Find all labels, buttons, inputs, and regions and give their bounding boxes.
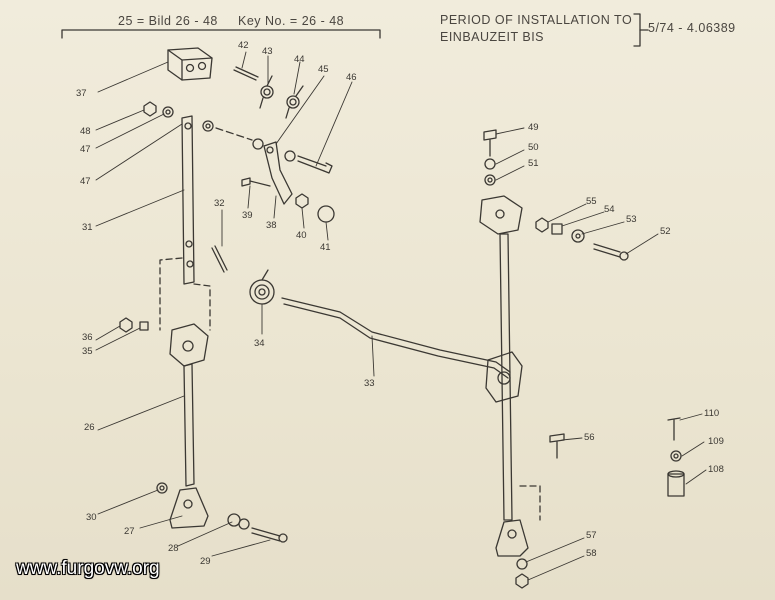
nut-55 (535, 217, 549, 233)
part-label: 48 (80, 126, 91, 137)
part-label: 47 (80, 144, 91, 155)
washer-47-right (202, 120, 214, 132)
bolt-29 (251, 527, 288, 543)
spring-43 (259, 75, 274, 109)
rod-26 (183, 363, 195, 487)
part-label: 55 (586, 196, 597, 207)
part-label: 108 (708, 464, 724, 475)
part-label: 45 (318, 64, 329, 75)
watermark: www.furgovw.org (16, 558, 160, 579)
spring-44 (285, 85, 304, 119)
washer-35 (139, 321, 149, 331)
dash-line-top (215, 127, 253, 141)
bracket-26-top (169, 323, 209, 367)
part-label: 46 (346, 72, 357, 83)
part-label: 39 (242, 210, 253, 221)
part-label: 58 (586, 548, 597, 559)
bushing-54 (551, 223, 563, 235)
part-label: 34 (254, 338, 265, 349)
part-label: 40 (296, 230, 307, 241)
period-line-2: EINBAUZEIT BIS (440, 30, 545, 44)
bushing-28 (227, 513, 250, 530)
bolt-56 (549, 433, 565, 459)
bolt-46 (284, 150, 333, 174)
lever-38 (263, 141, 293, 205)
part-label: 35 (82, 346, 93, 357)
part-label: 109 (708, 436, 724, 447)
leader-lines (95, 51, 707, 581)
part-label: 42 (238, 40, 249, 51)
pin-42 (233, 66, 259, 81)
bolt-52 (593, 243, 629, 261)
rod-31 (181, 115, 195, 285)
part-label: 110 (704, 408, 719, 419)
rod-right (499, 233, 513, 521)
key-range-label: Key No. = 26 - 48 (238, 14, 345, 28)
part-label: 37 (76, 88, 87, 99)
screw-39 (241, 177, 271, 187)
period-line-1: PERIOD OF INSTALLATION TO (440, 13, 633, 27)
bushing-45 (252, 138, 264, 150)
washer-40 (295, 193, 309, 209)
period-value: 5/74 - 4.06389 (648, 21, 736, 35)
part-label: 50 (528, 142, 539, 153)
part-label: 33 (364, 378, 375, 389)
bracket-27 (169, 487, 209, 529)
bracket-lower-right (495, 519, 529, 557)
bolt-49 (483, 129, 497, 157)
washer-30 (156, 482, 168, 494)
mounting-bracket-37 (167, 47, 213, 81)
part-label: 57 (586, 530, 597, 541)
part-label: 31 (82, 222, 93, 233)
part-label: 43 (262, 46, 273, 57)
torsion-bar-33 (281, 297, 511, 379)
washer-51 (484, 174, 496, 186)
part-label: 51 (528, 158, 539, 169)
part-label: 52 (660, 226, 671, 237)
nut-58 (515, 573, 529, 589)
part-label: 54 (604, 204, 615, 215)
pin-32 (211, 245, 228, 273)
part-label: 56 (584, 432, 595, 443)
part-label: 36 (82, 332, 93, 343)
part-label: 41 (320, 242, 331, 253)
part-labels: 26 27 28 29 30 31 32 33 34 35 36 37 38 3… (76, 40, 724, 567)
dash-line-right (193, 283, 211, 331)
washer-50 (484, 158, 496, 170)
bild-range-label: 25 = Bild 26 - 48 (118, 14, 218, 28)
washer-57 (516, 558, 528, 570)
part-label: 53 (626, 214, 637, 225)
washer-47-top (162, 106, 174, 118)
spacer-108 (667, 470, 685, 497)
header-bracket (61, 13, 649, 47)
part-label: 30 (86, 512, 97, 523)
part-label: 28 (168, 543, 179, 554)
screw-110 (667, 417, 681, 441)
washer-48 (143, 101, 157, 117)
washer-109 (670, 450, 682, 462)
part-label: 44 (294, 54, 305, 65)
part-label: 26 (84, 422, 95, 433)
part-label: 47 (80, 176, 91, 187)
part-label: 38 (266, 220, 277, 231)
part-label: 27 (124, 526, 135, 537)
cap-41 (317, 205, 335, 223)
part-label: 29 (200, 556, 211, 567)
washer-53 (571, 229, 585, 243)
dash-line-lower-right (519, 485, 541, 521)
lever-block-right (485, 351, 523, 403)
dash-line-left (159, 257, 183, 331)
nut-36 (119, 317, 133, 333)
torsion-spring-34 (249, 269, 275, 305)
part-label: 32 (214, 198, 225, 209)
bracket-upper-right (479, 195, 523, 235)
part-label: 49 (528, 122, 539, 133)
